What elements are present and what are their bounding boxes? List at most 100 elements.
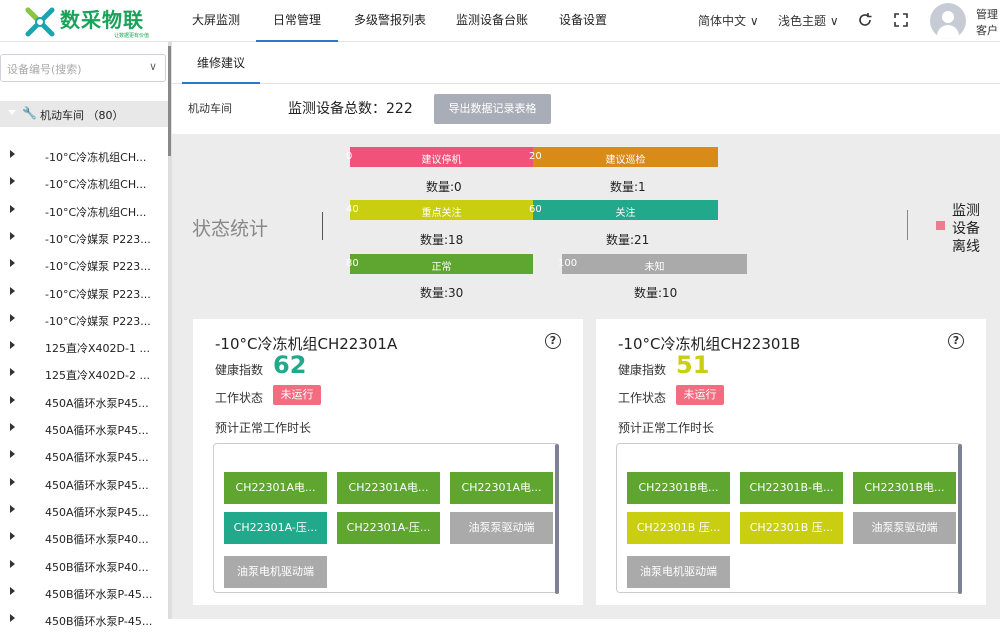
caret-right-icon[interactable] (10, 586, 15, 595)
caret-right-icon[interactable] (10, 150, 15, 158)
tree-item[interactable]: 125直冷X402D-2 ... (0, 361, 171, 387)
caret-right-icon[interactable] (10, 450, 15, 459)
tree-root-label: 机动车间 （80） (40, 109, 124, 122)
tree-item-label: 450B循环水泵P40... (45, 533, 149, 547)
component-list-scrollbar[interactable] (555, 444, 559, 594)
component-chip[interactable]: CH22301B电... (853, 472, 956, 504)
language-select[interactable]: 简体中文 ∨ (698, 14, 759, 28)
caret-down-icon[interactable] (8, 110, 16, 115)
nav-dashboard[interactable]: 大屏监测 (191, 13, 240, 27)
component-chip[interactable]: CH22301A电... (224, 472, 327, 504)
help-icon[interactable]: ? (545, 333, 561, 349)
tree-item[interactable]: 450A循环水泵P45... (0, 498, 171, 524)
tree-item[interactable]: -10°C冷冻机组CH... (0, 170, 171, 196)
component-chip[interactable]: CH22301B 压... (627, 512, 730, 544)
tree-item[interactable]: 450A循环水泵P45... (0, 443, 171, 469)
tree-item-label: 450A循环水泵P45... (45, 396, 149, 410)
nav-device-settings[interactable]: 设备设置 (558, 13, 607, 27)
status-bar-label: 正常 (431, 262, 452, 273)
caret-right-icon[interactable] (10, 532, 15, 541)
fullscreen-icon[interactable] (893, 12, 909, 32)
caret-right-icon[interactable] (10, 286, 15, 295)
caret-right-icon[interactable] (10, 259, 15, 268)
tree-item[interactable]: 450B循环水泵P-45... (0, 607, 171, 633)
logo-subtitle: 让数据更有价值 (114, 33, 150, 39)
caret-right-icon[interactable] (10, 177, 15, 186)
tree-item[interactable]: -10°C冷冻机组CH... (0, 198, 171, 224)
tree-item[interactable]: 450B循环水泵P40... (0, 553, 171, 579)
component-chip[interactable]: CH22301B 压... (740, 512, 843, 544)
caret-right-icon[interactable] (10, 231, 15, 240)
component-chip[interactable]: CH22301A电... (337, 472, 440, 504)
tree-item[interactable]: 450A循环水泵P45... (0, 471, 171, 497)
caret-right-icon[interactable] (10, 423, 15, 431)
tree-item[interactable]: -10°C冷媒泵 P223... (0, 252, 171, 278)
caret-right-icon[interactable] (10, 204, 15, 213)
status-bar-threshold: 100 (558, 258, 578, 269)
nav-device-ledger[interactable]: 监测设备台账 (455, 13, 528, 27)
work-status-label: 工作状态 (215, 391, 264, 405)
total-devices: 监测设备总数：222 (288, 101, 413, 117)
estimated-work-label: 预计正常工作时长 (215, 421, 312, 435)
tab-maintenance-advice[interactable]: 维修建议 (182, 42, 260, 84)
divider (907, 210, 908, 240)
status-count: 数量:0 (426, 180, 462, 194)
tree-item[interactable]: 450B循环水泵P-45... (0, 580, 171, 606)
help-icon[interactable]: ? (948, 333, 964, 349)
export-button[interactable]: 导出数据记录表格 (434, 94, 551, 124)
component-chip[interactable]: CH22301B-电... (740, 472, 843, 504)
avatar-body (937, 25, 959, 39)
tree-item[interactable]: -10°C冷媒泵 P223... (0, 225, 171, 251)
legend-text-1: 监测 (952, 203, 980, 219)
component-chip[interactable]: 油泵泵驱动端 (853, 512, 956, 544)
caret-right-icon[interactable] (10, 368, 15, 377)
caret-right-icon[interactable] (10, 313, 15, 322)
tree-item[interactable]: 450B循环水泵P40... (0, 525, 171, 551)
caret-right-icon[interactable] (10, 477, 15, 486)
location-label: 机动车间 (188, 102, 232, 115)
component-list-scrollbar[interactable] (958, 444, 962, 594)
tree-item[interactable]: 125直冷X402D-1 ... (0, 334, 171, 360)
component-chip[interactable]: CH22301B电... (627, 472, 730, 504)
sidebar-scrollbar[interactable] (168, 42, 171, 619)
tree-item[interactable]: -10°C冷媒泵 P223... (0, 307, 171, 333)
health-index-value: 51 (676, 351, 710, 379)
avatar[interactable] (930, 3, 966, 39)
tree-item[interactable]: -10°C冷冻机组CH... (0, 143, 171, 169)
health-index-label: 健康指数 (618, 363, 667, 377)
tree-item[interactable]: 450A循环水泵P45... (0, 389, 171, 415)
nav-daily-management[interactable]: 日常管理 (256, 0, 338, 42)
component-chip[interactable]: 油泵电机驱动端 (627, 556, 730, 588)
user-name[interactable]: 管理 (976, 8, 998, 21)
chevron-down-icon[interactable]: ∨ (148, 60, 157, 73)
component-chip[interactable]: 油泵泵驱动端 (450, 512, 553, 544)
nav-alarm-list[interactable]: 多级警报列表 (353, 13, 426, 27)
component-chip[interactable]: CH22301A-压... (337, 512, 440, 544)
component-chip[interactable]: CH22301A电... (450, 472, 553, 504)
caret-right-icon[interactable] (10, 395, 15, 404)
status-bar-label: 建议停机 (421, 155, 462, 166)
tree-root[interactable]: 🔧 机动车间 （80） (0, 101, 171, 127)
caret-right-icon[interactable] (10, 341, 15, 350)
tree-item[interactable]: 450A循环水泵P45... (0, 416, 171, 442)
theme-select[interactable]: 浅色主题 ∨ (778, 14, 839, 28)
tree-item[interactable]: -10°C冷媒泵 P223... (0, 280, 171, 306)
caret-right-icon[interactable] (10, 559, 15, 568)
status-stat-title: 状态统计 (192, 218, 269, 240)
sidebar-scrollbar-thumb[interactable] (168, 46, 171, 156)
component-chip[interactable]: 油泵电机驱动端 (224, 556, 327, 588)
component-chip[interactable]: CH22301A-压... (224, 512, 327, 544)
caret-right-icon[interactable] (10, 614, 15, 623)
logo[interactable]: 数采物联 让数据更有价值 (22, 4, 172, 40)
search-input[interactable]: 设备编号(搜索) ∨ (0, 54, 166, 82)
tree-item-label: 450A循环水泵P45... (45, 478, 149, 492)
caret-right-icon[interactable] (10, 504, 15, 513)
tree-item-label: -10°C冷媒泵 P223... (45, 287, 151, 301)
refresh-icon[interactable] (857, 12, 873, 32)
